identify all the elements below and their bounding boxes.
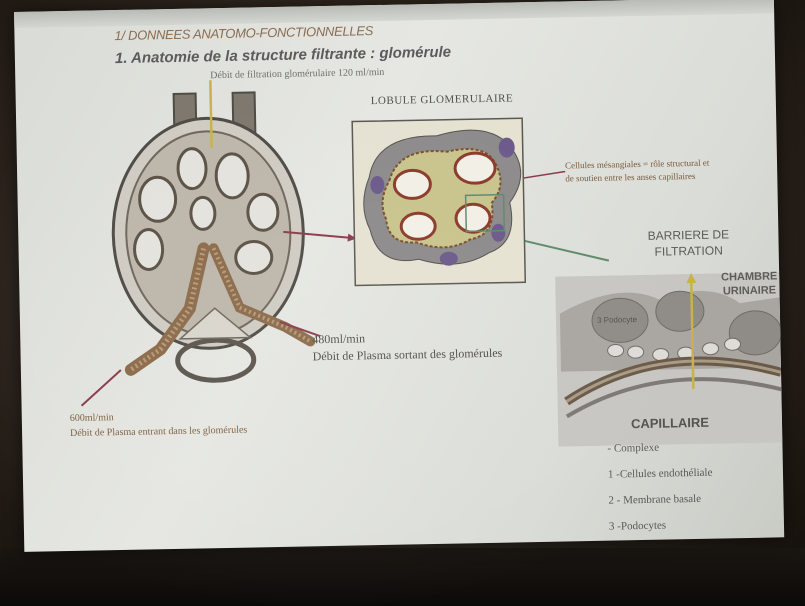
projector-bottom-edge xyxy=(0,548,805,606)
plasma-in-annotation: 600ml/min Débit de Plasma entrant dans l… xyxy=(70,408,248,441)
chambre-urinaire-label: CHAMBRE URINAIRE xyxy=(709,269,784,299)
plasma-out-annotation: 480ml/min Débit de Plasma sortant des gl… xyxy=(312,328,502,366)
barrier-legend: - Complexe 1 -Cellules endothéliale 2 - … xyxy=(607,441,713,547)
legend-item: - Complexe xyxy=(607,441,712,469)
capillaire-label: CAPILLAIRE xyxy=(600,414,740,432)
legend-item: 2 - Membrane basale xyxy=(608,493,713,521)
chambre-line1: CHAMBRE xyxy=(709,269,784,285)
glomerulus-illustration xyxy=(110,78,311,382)
podocyte-label: 3 Podocyte xyxy=(597,315,638,325)
arrow-plasma-in xyxy=(81,370,122,406)
lobule-illustration xyxy=(352,118,525,285)
projected-slide: 1/ DONNEES ANATOMO-FONCTIONNELLES 1. Ana… xyxy=(14,0,784,552)
chambre-line2: URINAIRE xyxy=(709,283,784,299)
plasma-out-text: Débit de Plasma sortant des glomérules xyxy=(313,345,503,366)
legend-item: 1 -Cellules endothéliale xyxy=(608,467,713,495)
filtration-arrow xyxy=(210,80,211,148)
